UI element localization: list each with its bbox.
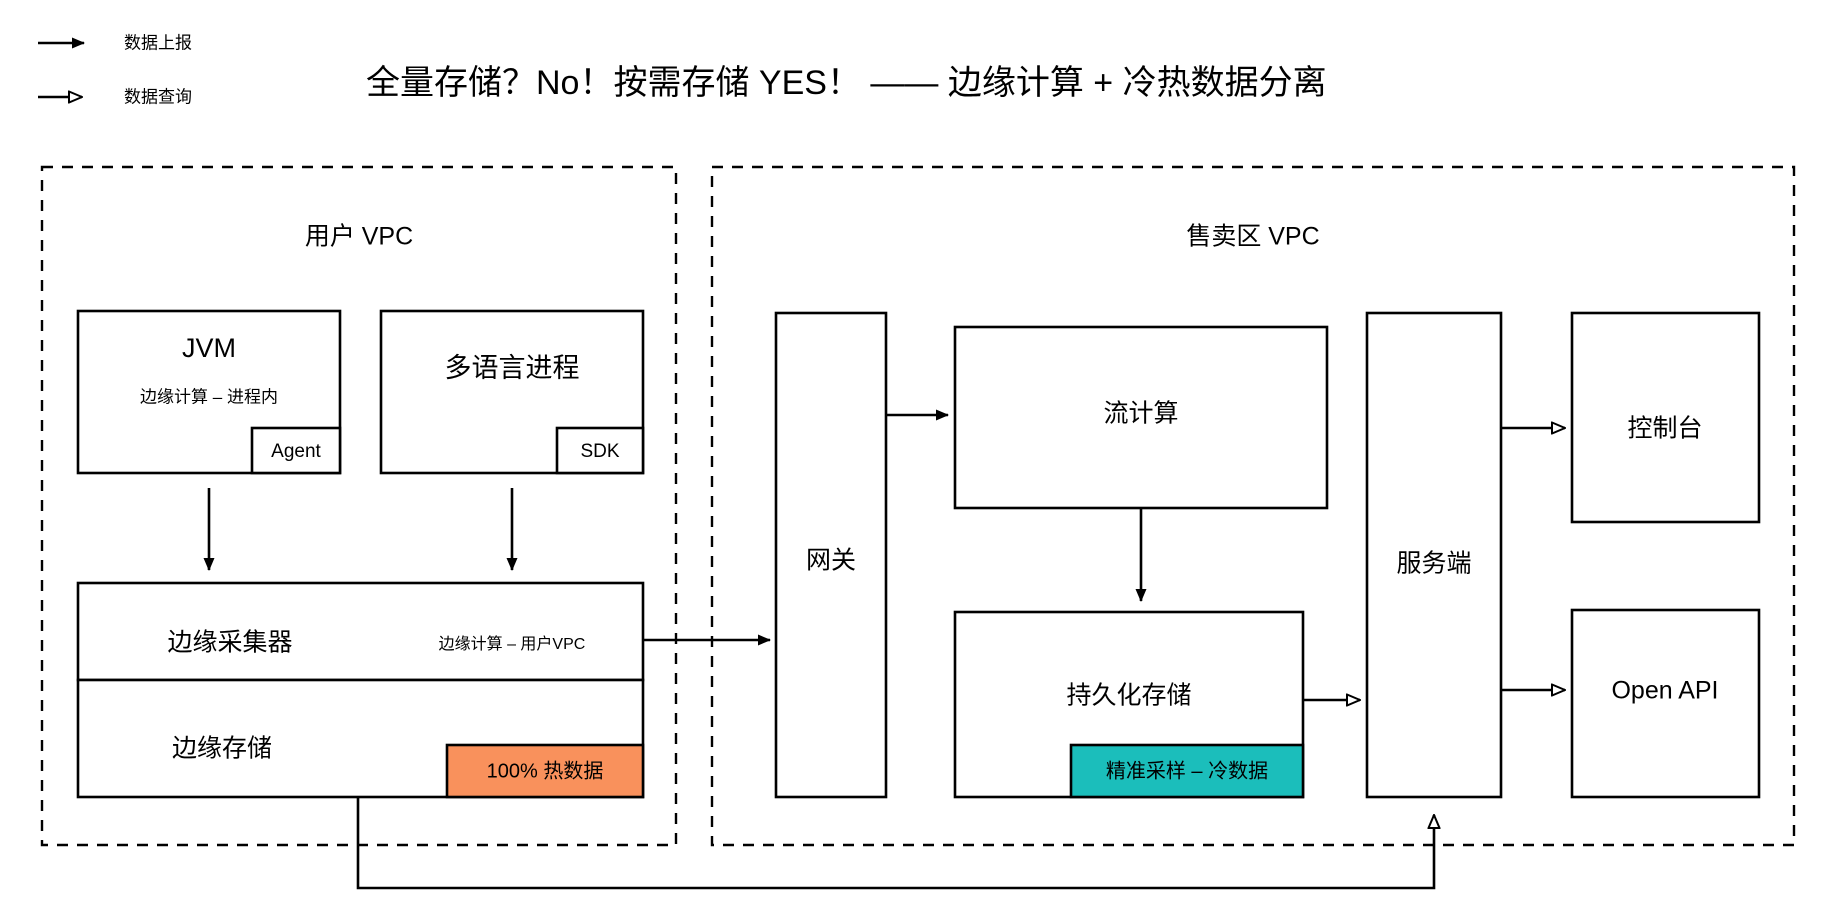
legend-item-report: 数据上报: [38, 33, 192, 52]
node-console-title: 控制台: [1627, 415, 1702, 443]
legend-label-report: 数据上报: [124, 33, 192, 52]
node-gateway-rect[interactable]: [774, 311, 888, 799]
node-persistent-storage[interactable]: 持久化存储 精准采样 – 冷数据: [953, 610, 1305, 799]
zone-sales-vpc: [710, 165, 1796, 847]
node-jvm-title: JVM: [182, 333, 236, 363]
node-edge-collector-note: 边缘计算 – 用户VPC: [439, 634, 586, 653]
node-multilang[interactable]: 多语言进程 SDK: [379, 309, 645, 475]
node-open-api-rect[interactable]: [1570, 608, 1761, 799]
node-stream-compute-rect[interactable]: [953, 325, 1329, 510]
node-console[interactable]: 控制台: [1570, 311, 1761, 524]
node-edge-storage[interactable]: 边缘存储 100% 热数据: [76, 678, 645, 799]
node-gateway-title: 网关: [806, 547, 856, 575]
node-multilang-sdk-rect[interactable]: [555, 426, 645, 475]
node-jvm-agent-label: Agent: [271, 441, 321, 462]
badge-cold-data: [1069, 743, 1305, 799]
badge-hot-data: [445, 743, 645, 799]
legend: 数据上报 数据查询: [38, 33, 192, 106]
node-multilang-title: 多语言进程: [445, 353, 580, 383]
legend-item-query: 数据查询: [38, 87, 192, 106]
edge-storage-to-server-query: [356, 797, 1434, 890]
node-open-api-title: Open API: [1611, 677, 1718, 705]
page-title: 全量存储？No！按需存储 YES！ —— 边缘计算 + 冷热数据分离: [366, 64, 1327, 102]
node-open-api[interactable]: Open API: [1570, 608, 1761, 799]
node-edge-collector-title: 边缘采集器: [167, 629, 292, 657]
node-server-title: 服务端: [1396, 550, 1471, 578]
node-console-rect[interactable]: [1570, 311, 1761, 524]
badge-hot-data-label: 100% 热数据: [487, 759, 604, 782]
node-persistent-storage-title: 持久化存储: [1066, 682, 1191, 710]
node-edge-collector[interactable]: 边缘采集器 边缘计算 – 用户VPC: [76, 581, 645, 682]
node-jvm-agent-rect[interactable]: [250, 426, 342, 475]
legend-label-query: 数据查询: [124, 87, 192, 106]
zone-user-vpc-label: 用户 VPC: [305, 223, 413, 251]
node-edge-collector-rect[interactable]: [76, 581, 645, 682]
node-edge-storage-title: 边缘存储: [172, 735, 272, 763]
node-stream-compute-title: 流计算: [1103, 400, 1178, 428]
node-jvm-subtitle: 边缘计算 – 进程内: [140, 387, 278, 406]
node-stream-compute[interactable]: 流计算: [953, 325, 1329, 510]
badge-cold-data-label: 精准采样 – 冷数据: [1106, 759, 1268, 782]
node-jvm[interactable]: JVM 边缘计算 – 进程内 Agent: [76, 309, 342, 475]
node-server[interactable]: 服务端: [1365, 311, 1503, 799]
zone-sales-vpc-label: 售卖区 VPC: [1186, 223, 1319, 251]
node-server-rect[interactable]: [1365, 311, 1503, 799]
node-multilang-sdk-label: SDK: [580, 441, 619, 462]
node-gateway[interactable]: 网关: [774, 311, 888, 799]
